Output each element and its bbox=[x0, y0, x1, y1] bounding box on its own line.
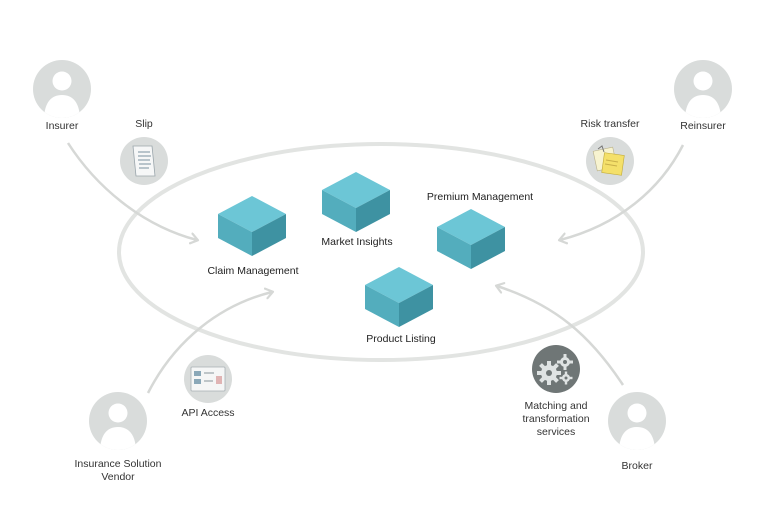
artifact-api-access-label: API Access bbox=[181, 407, 235, 419]
actor-broker-label: Broker bbox=[621, 460, 653, 472]
artifact-matching-services-label: Matching and transformation services bbox=[522, 400, 590, 438]
person-icon bbox=[619, 403, 655, 450]
actor-vendor-label: Insurance Solution Vendor bbox=[74, 458, 162, 483]
arrow-vendor bbox=[146, 292, 272, 394]
person-icon bbox=[44, 71, 80, 118]
artifact-api-access bbox=[184, 355, 232, 403]
artifact-risk-transfer-label: Risk transfer bbox=[580, 118, 640, 130]
artifact-matching-services bbox=[532, 345, 580, 393]
artifact-slip bbox=[120, 137, 168, 185]
module-market-cube bbox=[322, 172, 390, 232]
artifact-risk-transfer bbox=[586, 137, 634, 185]
arrow-reinsurer bbox=[560, 144, 685, 240]
arrow-broker bbox=[497, 286, 625, 386]
module-product-label: Product Listing bbox=[366, 333, 436, 345]
module-premium-cube bbox=[437, 209, 505, 269]
sticky-notes-icon bbox=[592, 145, 625, 176]
gears-icon bbox=[537, 354, 573, 385]
arrow-insurer bbox=[66, 142, 197, 240]
module-claim-cube bbox=[218, 196, 286, 256]
actor-reinsurer bbox=[674, 60, 732, 118]
platform-ring bbox=[117, 142, 645, 362]
actor-insurer bbox=[33, 60, 91, 118]
artifact-slip-label: Slip bbox=[135, 118, 153, 130]
module-product-cube bbox=[365, 267, 433, 327]
module-market-label: Market Insights bbox=[321, 236, 393, 248]
actor-vendor bbox=[89, 392, 147, 450]
person-icon bbox=[100, 403, 136, 450]
actor-reinsurer-label: Reinsurer bbox=[680, 120, 726, 132]
api-screen-icon bbox=[190, 366, 226, 392]
person-icon bbox=[685, 71, 721, 118]
module-claim-label: Claim Management bbox=[207, 265, 299, 277]
actor-insurer-label: Insurer bbox=[45, 120, 79, 132]
actor-broker bbox=[608, 392, 666, 450]
document-icon bbox=[132, 145, 156, 177]
module-premium-label: Premium Management bbox=[426, 191, 534, 203]
